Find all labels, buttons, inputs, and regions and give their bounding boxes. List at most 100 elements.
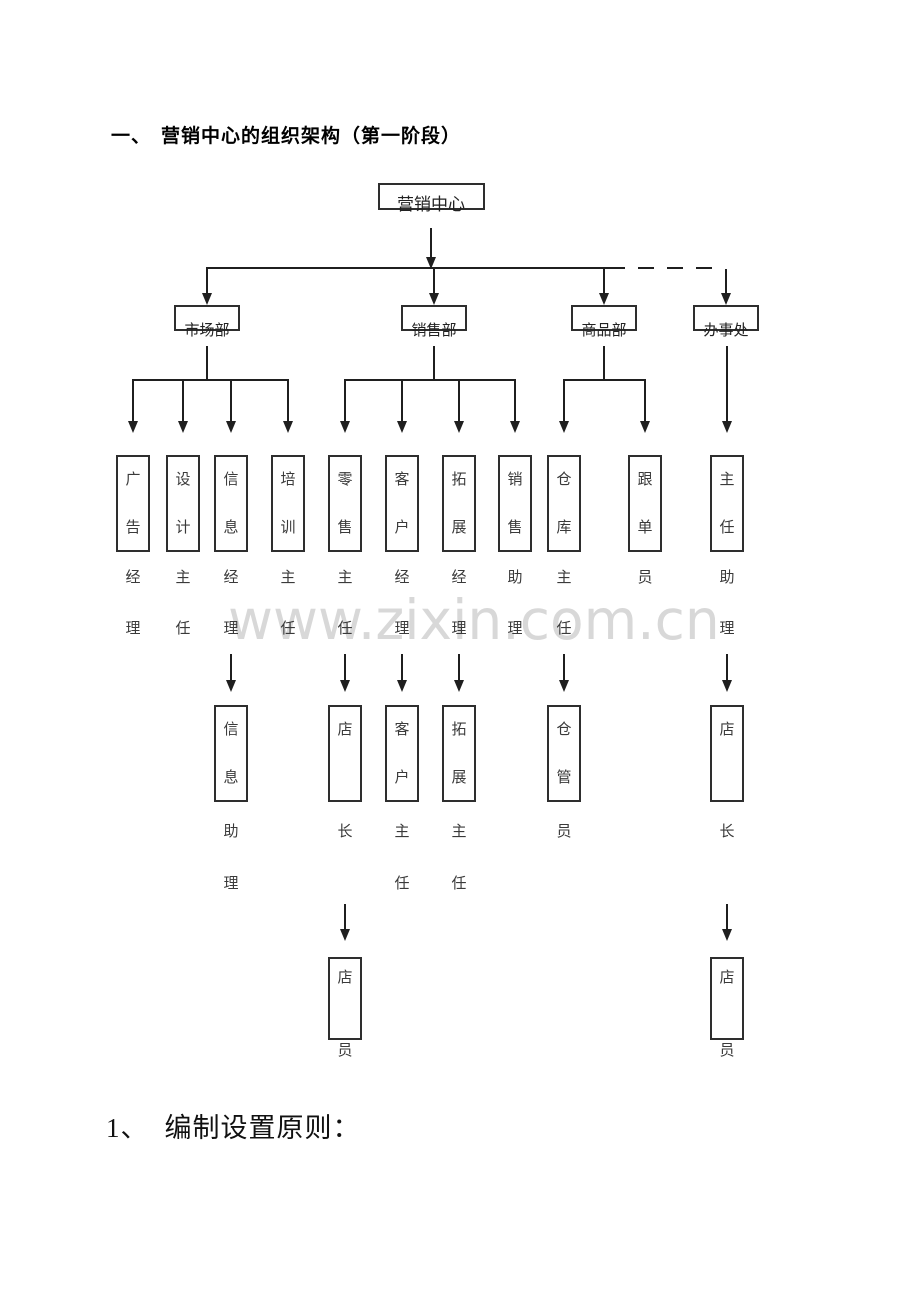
position-box-char: 展 bbox=[451, 520, 467, 536]
watermark: www.zixin.com.cn bbox=[228, 588, 720, 652]
position-box-char: 拓 bbox=[451, 472, 467, 488]
position-box-char: 店 bbox=[719, 970, 735, 986]
connector-line bbox=[433, 346, 435, 380]
position-box-char: 单 bbox=[637, 520, 653, 536]
arrow-head bbox=[397, 680, 407, 692]
position-box-char: 户 bbox=[394, 520, 410, 536]
arrow-head bbox=[722, 421, 732, 433]
arrow-head bbox=[226, 680, 236, 692]
arrow-shaft bbox=[344, 904, 346, 931]
arrow-shaft bbox=[433, 269, 435, 295]
connector-line-dashed bbox=[609, 267, 724, 269]
position-box bbox=[116, 455, 150, 552]
position-title-char: 理 bbox=[719, 621, 735, 637]
position-box-char: 信 bbox=[223, 472, 239, 488]
position-box bbox=[547, 705, 581, 802]
heading-bottom: 1、编制设置原则： bbox=[106, 1106, 361, 1145]
position-box-char: 店 bbox=[337, 970, 353, 986]
connector-line bbox=[206, 346, 208, 380]
position-title-char: 任 bbox=[280, 621, 296, 637]
position-box-char: 仓 bbox=[556, 472, 572, 488]
arrow-shaft bbox=[563, 654, 565, 682]
position-title-char: 员 bbox=[637, 570, 653, 586]
position-box bbox=[328, 705, 362, 802]
arrow-head bbox=[454, 421, 464, 433]
position-box-char: 客 bbox=[394, 472, 410, 488]
arrow-head bbox=[340, 929, 350, 941]
arrow-head bbox=[429, 293, 439, 305]
arrow-shaft bbox=[132, 380, 134, 423]
arrow-shaft bbox=[603, 269, 605, 295]
position-title-char: 助 bbox=[719, 570, 735, 586]
position-box-char: 仓 bbox=[556, 722, 572, 738]
arrow-shaft bbox=[230, 654, 232, 682]
position-title-char: 经 bbox=[394, 570, 410, 586]
position-box-char: 任 bbox=[719, 520, 735, 536]
arrow-head bbox=[426, 257, 436, 269]
position-box bbox=[385, 455, 419, 552]
arrow-head bbox=[202, 293, 212, 305]
position-title-char: 主 bbox=[280, 570, 296, 586]
department-label: 销售部 bbox=[411, 323, 457, 339]
position-title-char: 助 bbox=[223, 824, 239, 840]
position-box-char: 零 bbox=[337, 472, 353, 488]
position-title-char: 长 bbox=[337, 824, 353, 840]
position-title-char: 员 bbox=[556, 824, 572, 840]
arrow-head bbox=[226, 421, 236, 433]
position-box-char: 展 bbox=[451, 770, 467, 786]
arrow-head bbox=[454, 680, 464, 692]
position-title-char: 员 bbox=[337, 1043, 353, 1059]
position-box bbox=[214, 705, 248, 802]
arrow-shaft bbox=[725, 269, 727, 295]
position-box bbox=[328, 957, 362, 1040]
arrow-head bbox=[178, 421, 188, 433]
arrow-head bbox=[559, 680, 569, 692]
arrow-shaft bbox=[563, 380, 565, 423]
arrow-head bbox=[510, 421, 520, 433]
arrow-shaft bbox=[514, 380, 516, 423]
position-title-char: 经 bbox=[451, 570, 467, 586]
position-box bbox=[498, 455, 532, 552]
position-box-char: 跟 bbox=[637, 472, 653, 488]
department-box bbox=[401, 305, 467, 331]
arrow-shaft bbox=[230, 380, 232, 423]
position-box bbox=[166, 455, 200, 552]
position-title-char: 任 bbox=[175, 621, 191, 637]
heading-top-number: 一、 bbox=[111, 126, 152, 147]
arrow-head bbox=[128, 421, 138, 433]
position-box-char: 息 bbox=[223, 770, 239, 786]
arrow-head bbox=[722, 680, 732, 692]
position-box-char: 告 bbox=[125, 520, 141, 536]
position-title-char: 经 bbox=[125, 570, 141, 586]
arrow-shaft bbox=[344, 654, 346, 682]
position-box-char: 训 bbox=[280, 520, 296, 536]
connector-line bbox=[603, 346, 605, 380]
position-box bbox=[710, 957, 744, 1040]
position-title-char: 主 bbox=[337, 570, 353, 586]
arrow-shaft bbox=[287, 380, 289, 423]
connector-line bbox=[344, 379, 516, 381]
arrow-shaft bbox=[430, 228, 432, 259]
position-title-char: 任 bbox=[337, 621, 353, 637]
department-label: 市场部 bbox=[184, 323, 230, 339]
connector-line bbox=[206, 267, 609, 269]
arrow-head bbox=[722, 929, 732, 941]
arrow-shaft bbox=[644, 380, 646, 423]
position-title-char: 任 bbox=[556, 621, 572, 637]
position-box bbox=[271, 455, 305, 552]
position-box-char: 拓 bbox=[451, 722, 467, 738]
position-box-char: 计 bbox=[175, 520, 191, 536]
root-box bbox=[377, 183, 485, 210]
position-box-char: 信 bbox=[223, 722, 239, 738]
position-box bbox=[628, 455, 662, 552]
root-label: 营销中心 bbox=[397, 195, 465, 214]
position-box-char: 店 bbox=[719, 722, 735, 738]
arrow-shaft bbox=[206, 269, 208, 295]
department-box bbox=[174, 305, 240, 331]
department-label: 办事处 bbox=[703, 323, 749, 339]
position-box-char: 息 bbox=[223, 520, 239, 536]
position-box-char: 售 bbox=[337, 520, 353, 536]
arrow-shaft bbox=[726, 346, 728, 423]
